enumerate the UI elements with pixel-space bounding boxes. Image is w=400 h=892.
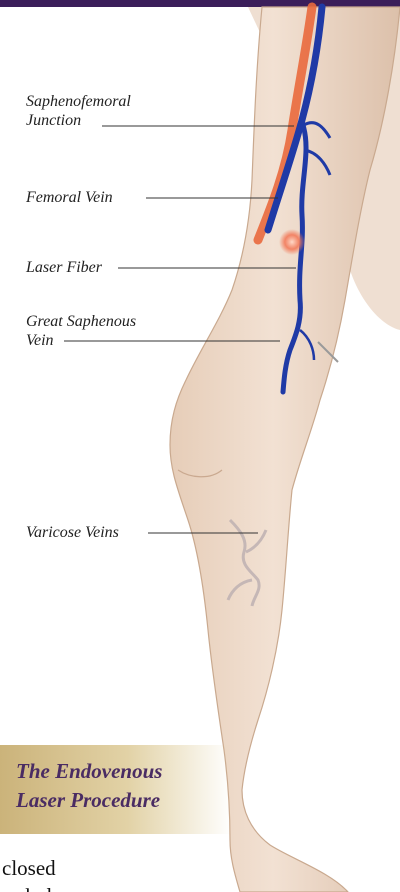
procedure-title-line-1: The Endovenous bbox=[16, 759, 162, 784]
body-text-fragment: closed bbox=[2, 856, 56, 881]
label-laser-fiber: Laser Fiber bbox=[26, 258, 102, 277]
laser-fiber-glow bbox=[279, 229, 305, 255]
label-femoral-vein: Femoral Vein bbox=[26, 188, 113, 207]
label-great-saphenous-vein: Great Saphenous Vein bbox=[26, 312, 136, 350]
body-text-cut-off: ch d bbox=[16, 884, 52, 892]
procedure-title-line-2: Laser Procedure bbox=[16, 788, 160, 813]
procedure-title-box: The Endovenous Laser Procedure bbox=[0, 745, 232, 834]
label-varicose-veins: Varicose Veins bbox=[26, 523, 119, 542]
label-saphenofemoral-junction: Saphenofemoral Junction bbox=[26, 92, 131, 130]
